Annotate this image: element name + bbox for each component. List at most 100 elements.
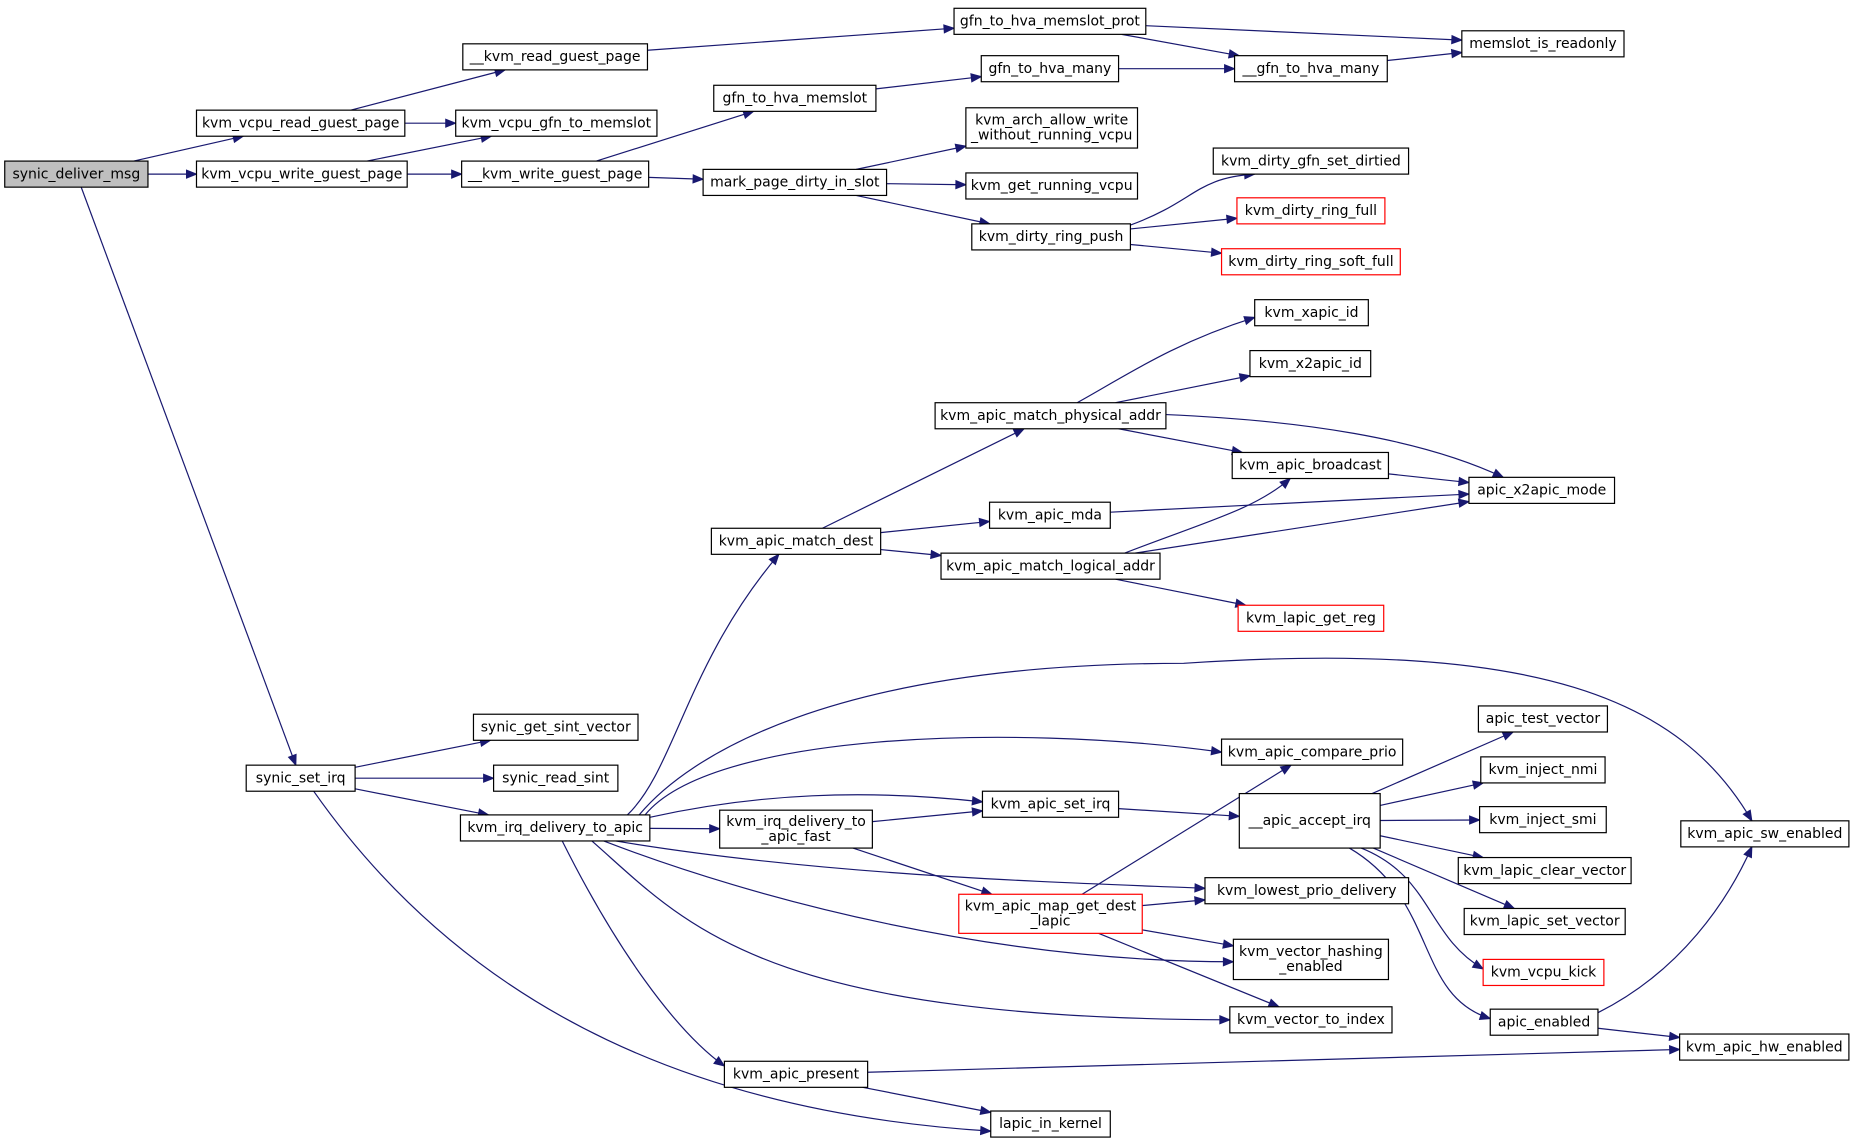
node-box[interactable] xyxy=(1204,877,1410,905)
node-kvm_apic_compare_prio[interactable]: kvm_apic_compare_prio xyxy=(1220,738,1404,766)
node-__gfn_to_hva_many[interactable]: __gfn_to_hva_many xyxy=(1233,55,1388,83)
node-box[interactable] xyxy=(461,160,650,188)
node-kvm_apic_present[interactable]: kvm_apic_present xyxy=(723,1060,869,1088)
node-box[interactable] xyxy=(940,552,1161,580)
node-kvm_irq_delivery_to_apic_fast[interactable]: kvm_irq_delivery_to_apic_fast xyxy=(719,809,873,849)
node-box[interactable] xyxy=(1249,349,1372,378)
node-box[interactable] xyxy=(1254,299,1369,327)
node-box[interactable] xyxy=(195,160,408,188)
node-synic_deliver_msg[interactable]: synic_deliver_msg xyxy=(4,160,149,188)
node-box[interactable] xyxy=(462,43,649,71)
node-gfn_to_hva_memslot[interactable]: gfn_to_hva_memslot xyxy=(713,84,877,112)
node-box[interactable] xyxy=(1233,55,1388,83)
node-kvm_arch_allow_write_without_running_vcpu[interactable]: kvm_arch_allow_write_without_running_vcp… xyxy=(965,107,1139,149)
node-box[interactable] xyxy=(492,764,619,792)
node-kvm_apic_match_physical_addr[interactable]: kvm_apic_match_physical_addr xyxy=(934,402,1167,430)
node-kvm_lapic_get_reg[interactable]: kvm_lapic_get_reg xyxy=(1237,604,1385,632)
node-apic_test_vector[interactable]: apic_test_vector xyxy=(1477,705,1609,733)
node-kvm_vector_to_index[interactable]: kvm_vector_to_index xyxy=(1229,1006,1393,1034)
node-kvm_apic_map_get_dest_lapic[interactable]: kvm_apic_map_get_dest_lapic xyxy=(958,893,1143,934)
node-kvm_dirty_ring_soft_full[interactable]: kvm_dirty_ring_soft_full xyxy=(1220,248,1401,276)
node-kvm_lapic_clear_vector[interactable]: kvm_lapic_clear_vector xyxy=(1457,856,1632,885)
node-synic_read_sint[interactable]: synic_read_sint xyxy=(492,764,619,792)
node-box[interactable] xyxy=(981,790,1120,818)
node-box[interactable] xyxy=(472,713,639,741)
node-box[interactable] xyxy=(719,809,873,849)
node-box[interactable] xyxy=(965,172,1139,200)
node-box[interactable] xyxy=(958,893,1143,934)
node-box[interactable] xyxy=(713,84,877,112)
node-box[interactable] xyxy=(965,107,1139,149)
node-box[interactable] xyxy=(1212,147,1410,175)
node-kvm_lowest_prio_delivery[interactable]: kvm_lowest_prio_delivery xyxy=(1204,877,1410,905)
node-box[interactable] xyxy=(1468,476,1616,504)
node-__kvm_read_guest_page[interactable]: __kvm_read_guest_page xyxy=(462,43,649,71)
node-kvm_vector_hashing_enabled[interactable]: kvm_vector_hashing_enabled xyxy=(1232,938,1390,981)
node-box[interactable] xyxy=(702,168,888,197)
node-kvm_vcpu_kick[interactable]: kvm_vcpu_kick xyxy=(1482,958,1605,987)
node-box[interactable] xyxy=(195,109,406,137)
node-lapic_in_kernel[interactable]: lapic_in_kernel xyxy=(990,1110,1111,1138)
node-box[interactable] xyxy=(1231,451,1390,480)
node-box[interactable] xyxy=(1457,856,1632,885)
node-kvm_apic_match_dest[interactable]: kvm_apic_match_dest xyxy=(710,527,882,555)
node-box[interactable] xyxy=(980,55,1120,83)
node-kvm_inject_nmi[interactable]: kvm_inject_nmi xyxy=(1480,756,1606,784)
node-box[interactable] xyxy=(723,1060,869,1088)
node-box[interactable] xyxy=(1238,792,1381,849)
node-kvm_lapic_set_vector[interactable]: kvm_lapic_set_vector xyxy=(1463,907,1626,936)
node-kvm_x2apic_id[interactable]: kvm_x2apic_id xyxy=(1249,349,1372,378)
node-memslot_is_readonly[interactable]: memslot_is_readonly xyxy=(1461,30,1625,58)
node-apic_enabled[interactable]: apic_enabled xyxy=(1489,1008,1599,1036)
node-box[interactable] xyxy=(710,527,882,555)
node-box[interactable] xyxy=(4,160,149,188)
node-box[interactable] xyxy=(1220,248,1401,276)
node-kvm_dirty_gfn_set_dirtied[interactable]: kvm_dirty_gfn_set_dirtied xyxy=(1212,147,1410,175)
node-kvm_apic_broadcast[interactable]: kvm_apic_broadcast xyxy=(1231,451,1390,480)
node-box[interactable] xyxy=(459,814,651,842)
node-kvm_apic_set_irq[interactable]: kvm_apic_set_irq xyxy=(981,790,1120,818)
node-box[interactable] xyxy=(1232,938,1390,981)
node-synic_set_irq[interactable]: synic_set_irq xyxy=(245,764,356,792)
node-box[interactable] xyxy=(1237,604,1385,632)
node-kvm_apic_sw_enabled[interactable]: kvm_apic_sw_enabled xyxy=(1680,820,1850,848)
node-box[interactable] xyxy=(1478,806,1607,834)
node-__apic_accept_irq[interactable]: __apic_accept_irq xyxy=(1238,792,1381,849)
node-box[interactable] xyxy=(971,223,1132,251)
node-kvm_inject_smi[interactable]: kvm_inject_smi xyxy=(1478,806,1607,834)
node-box[interactable] xyxy=(1680,820,1850,848)
node-box[interactable] xyxy=(1236,197,1386,225)
node-mark_page_dirty_in_slot[interactable]: mark_page_dirty_in_slot xyxy=(702,168,888,197)
node-box[interactable] xyxy=(1489,1008,1599,1036)
node-box[interactable] xyxy=(1461,30,1625,58)
node-box[interactable] xyxy=(1463,907,1626,936)
node-box[interactable] xyxy=(1480,756,1606,784)
node-box[interactable] xyxy=(934,402,1167,430)
node-synic_get_sint_vector[interactable]: synic_get_sint_vector xyxy=(472,713,639,741)
node-box[interactable] xyxy=(1482,958,1605,987)
node-box[interactable] xyxy=(245,764,356,792)
node-kvm_dirty_ring_push[interactable]: kvm_dirty_ring_push xyxy=(971,223,1132,251)
node-kvm_vcpu_gfn_to_memslot[interactable]: kvm_vcpu_gfn_to_memslot xyxy=(455,109,658,137)
node-kvm_apic_hw_enabled[interactable]: kvm_apic_hw_enabled xyxy=(1679,1033,1850,1061)
node-box[interactable] xyxy=(1477,705,1609,733)
node-kvm_xapic_id[interactable]: kvm_xapic_id xyxy=(1254,299,1369,327)
node-kvm_irq_delivery_to_apic[interactable]: kvm_irq_delivery_to_apic xyxy=(459,814,651,842)
node-box[interactable] xyxy=(1220,738,1404,766)
node-box[interactable] xyxy=(1229,1006,1393,1034)
node-box[interactable] xyxy=(988,501,1111,529)
node-__kvm_write_guest_page[interactable]: __kvm_write_guest_page xyxy=(461,160,650,188)
node-kvm_apic_match_logical_addr[interactable]: kvm_apic_match_logical_addr xyxy=(940,552,1161,580)
node-kvm_vcpu_write_guest_page[interactable]: kvm_vcpu_write_guest_page xyxy=(195,160,408,188)
node-kvm_vcpu_read_guest_page[interactable]: kvm_vcpu_read_guest_page xyxy=(195,109,406,137)
node-kvm_dirty_ring_full[interactable]: kvm_dirty_ring_full xyxy=(1236,197,1386,225)
node-gfn_to_hva_memslot_prot[interactable]: gfn_to_hva_memslot_prot xyxy=(953,7,1147,35)
node-gfn_to_hva_many[interactable]: gfn_to_hva_many xyxy=(980,55,1120,83)
node-box[interactable] xyxy=(1679,1033,1850,1061)
node-apic_x2apic_mode[interactable]: apic_x2apic_mode xyxy=(1468,476,1616,504)
node-kvm_get_running_vcpu[interactable]: kvm_get_running_vcpu xyxy=(965,172,1139,200)
node-box[interactable] xyxy=(990,1110,1111,1138)
node-box[interactable] xyxy=(455,109,658,137)
node-box[interactable] xyxy=(953,7,1147,35)
node-kvm_apic_mda[interactable]: kvm_apic_mda xyxy=(988,501,1111,529)
